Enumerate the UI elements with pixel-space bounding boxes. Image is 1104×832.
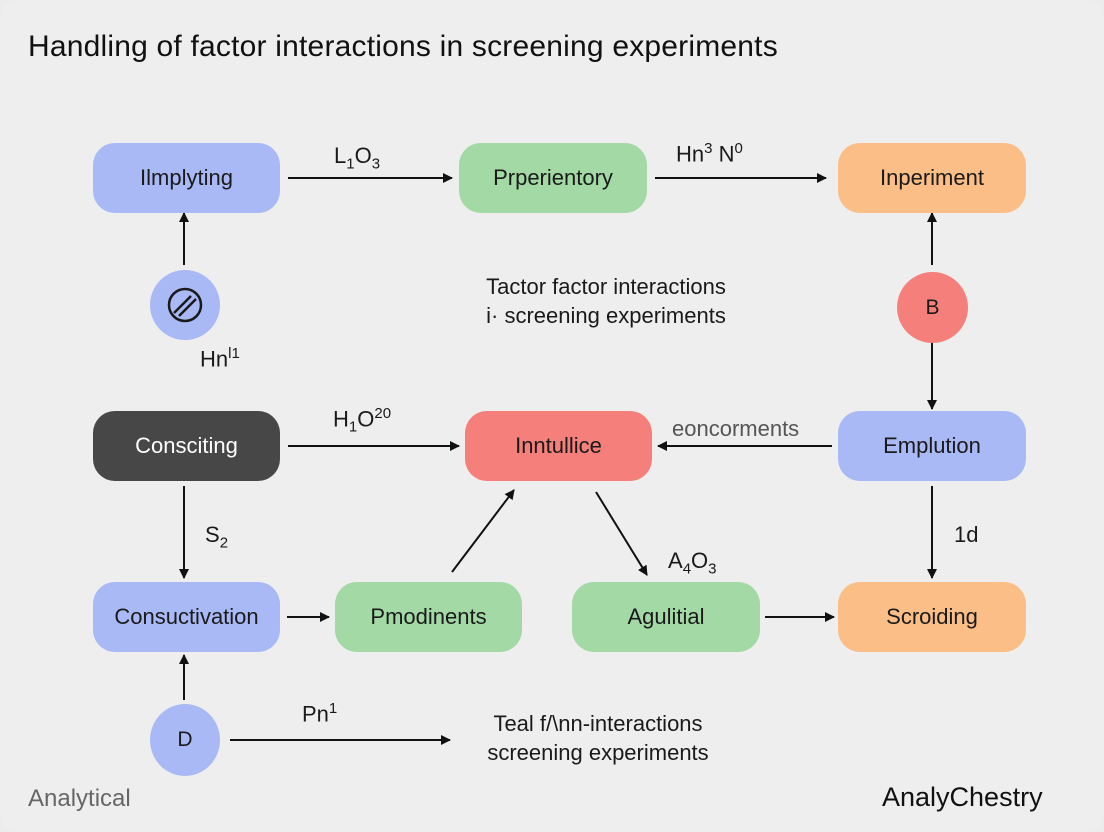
edge-label-eoncorments: eoncorments (672, 416, 800, 441)
node-consciting: Consciting (93, 411, 280, 481)
center-note-line2: i· screening experiments (486, 303, 726, 328)
slash-circle-glyph (167, 287, 203, 323)
circle-b: B (897, 272, 968, 343)
node-inperiment: Inperiment (838, 143, 1026, 213)
node-inntullice: Inntullice (465, 411, 652, 481)
node-implyting: Ilmplyting (93, 143, 280, 213)
edge-label-hn11: Hnl1 (200, 345, 240, 372)
center-note-line1: Tactor factor interactions (486, 274, 726, 299)
edge-inntullice-agulitial (595, 491, 648, 576)
edge-label-pn1: Pn1 (302, 700, 338, 727)
edge-label-1d: 1d (954, 522, 979, 547)
bottom-note: Teal f/\nn-interactions screening experi… (448, 709, 748, 767)
edge-label-s2: S2 (205, 522, 229, 552)
center-note: Tactor factor interactions i· screening … (456, 272, 756, 330)
node-emplution: Emplution (838, 411, 1026, 481)
edge-pmodinents-inntullice (451, 489, 515, 573)
edge-label-a4o3: A4O3 (668, 548, 717, 578)
bottom-note-line1: Teal f/\nn-interactions (493, 711, 703, 736)
diagram-title: Handling of factor interactions in scree… (28, 30, 778, 63)
slash-circle-icon (150, 270, 220, 340)
node-prperientory: Prperientory (459, 143, 647, 213)
node-pmodinents: Pmodinents (335, 582, 522, 652)
edge-label-hn3n0: Hn3 N0 (676, 140, 743, 167)
node-scroiding: Scroiding (838, 582, 1026, 652)
node-consuctivation: Consuctivation (93, 582, 280, 652)
footer-left-label: Analytical (28, 785, 131, 812)
edge-label-l1o3: L1O3 (334, 143, 381, 173)
footer-brand: AnalyChestry (882, 782, 1043, 812)
circle-d: D (150, 704, 220, 776)
edge-label-h1o20: H1O20 (333, 405, 392, 436)
node-agulitial: Agulitial (572, 582, 760, 652)
bottom-note-line2: screening experiments (487, 740, 709, 765)
